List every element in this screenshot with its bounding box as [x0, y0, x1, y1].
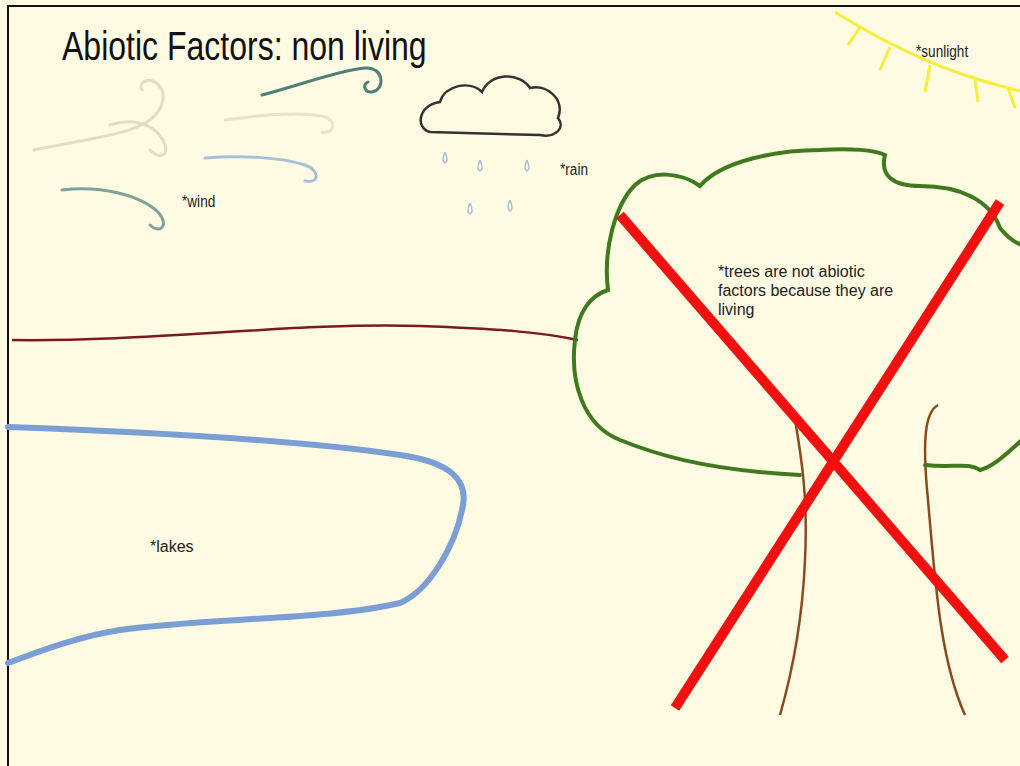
lake-shape-outline — [0, 415, 475, 675]
tree-crown-path — [574, 149, 1020, 475]
rain-cloud — [421, 76, 561, 214]
cross-line — [675, 202, 1000, 708]
annotation-label: *sunlight — [916, 43, 968, 61]
wind-swirls — [34, 68, 381, 229]
page-border — [8, 6, 1020, 766]
annotation-label: *rain — [560, 161, 588, 179]
sun — [835, 12, 1020, 108]
lake-shape-path — [8, 427, 464, 663]
horizon-line — [12, 325, 578, 340]
tree-crown: *trees are not abiotic factors because t… — [570, 140, 1020, 480]
cross-line — [620, 215, 1005, 660]
node-text: *trees are not abiotic factors because t… — [718, 262, 903, 319]
diagram-title: Abiotic Factors: non living — [62, 24, 427, 69]
annotation-label: *wind — [182, 193, 215, 211]
tree-crown-outline — [570, 140, 1020, 480]
node-text: *lakes — [150, 537, 270, 556]
lake-shape: *lakes — [0, 415, 475, 675]
tree-trunks — [780, 405, 965, 715]
